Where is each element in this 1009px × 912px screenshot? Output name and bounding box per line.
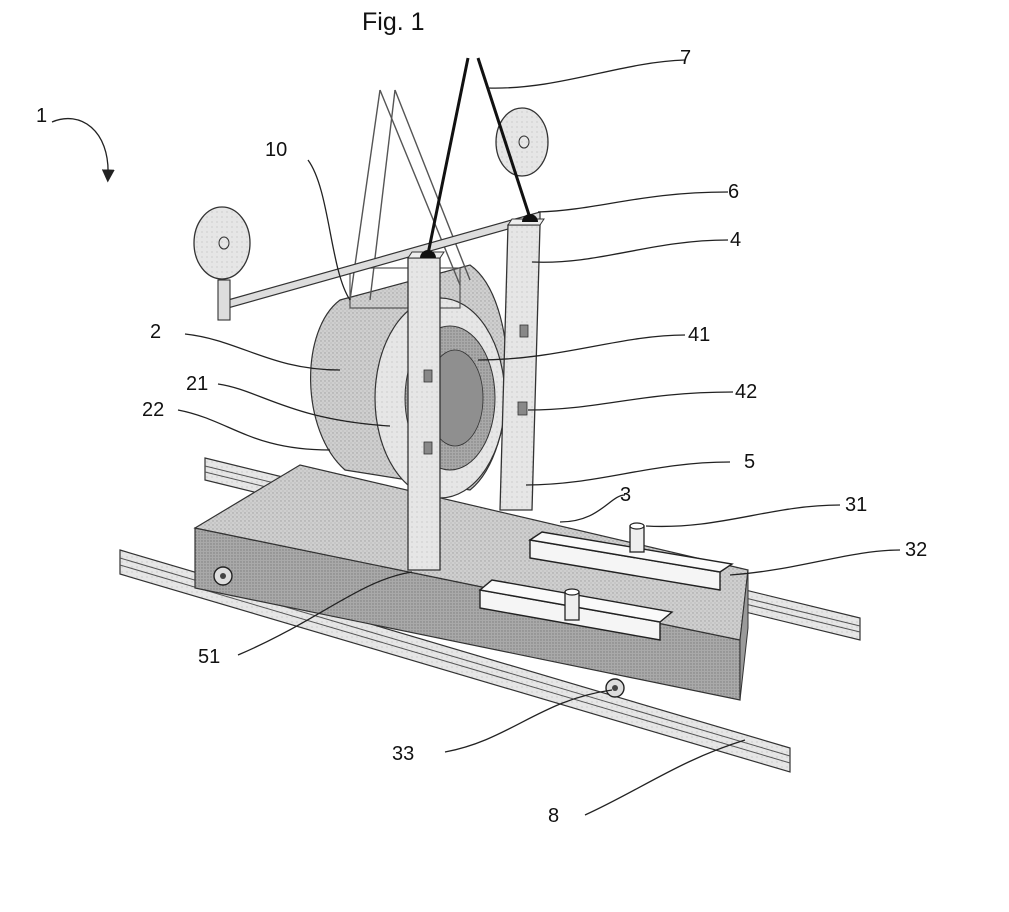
positioning-pin-upper: [630, 523, 644, 552]
ref-label-1: 1: [36, 106, 47, 126]
ref-label-42: 42: [735, 382, 757, 402]
ref-label-8: 8: [548, 806, 559, 826]
positioning-pin-lower: [565, 589, 579, 620]
ref-label-41: 41: [688, 325, 710, 345]
counterweight-disc-left: [194, 207, 250, 279]
ref-label-51: 51: [198, 647, 220, 667]
ref-label-5: 5: [744, 452, 755, 472]
ref-label-21: 21: [186, 374, 208, 394]
ref-label-2: 2: [150, 322, 161, 342]
ref-label-4: 4: [730, 230, 741, 250]
ref-label-3: 3: [620, 485, 631, 505]
ref-label-6: 6: [728, 182, 739, 202]
ref-label-32: 32: [905, 540, 927, 560]
ref-label-33: 33: [392, 744, 414, 764]
column-front: [408, 252, 444, 570]
ref-label-10: 10: [265, 140, 287, 160]
ref-label-31: 31: [845, 495, 867, 515]
ref-label-22: 22: [142, 400, 164, 420]
ref-label-7: 7: [680, 48, 691, 68]
